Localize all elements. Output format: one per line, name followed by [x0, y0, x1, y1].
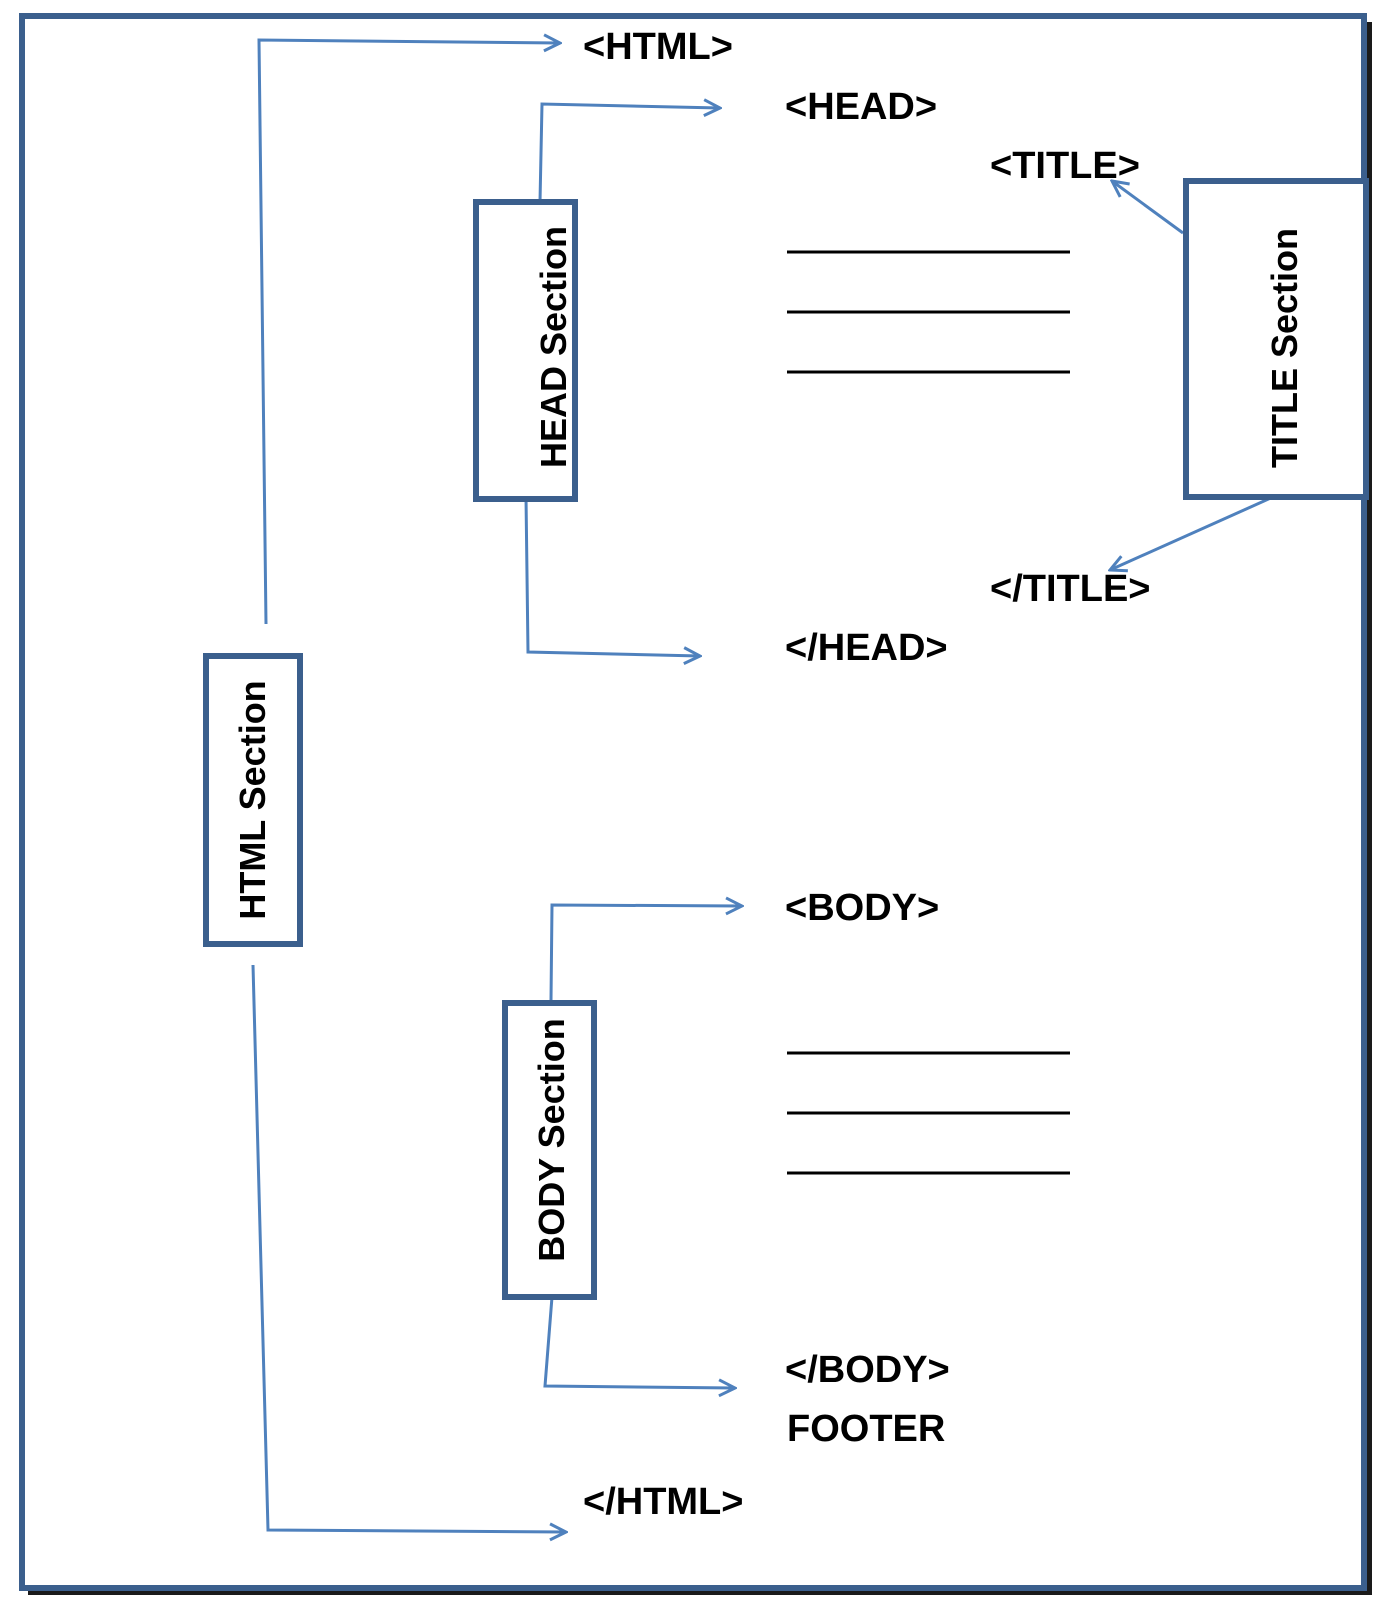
footer-label: FOOTER — [787, 1408, 945, 1450]
title-section-box: TITLE Section — [1183, 178, 1369, 500]
head-close-tag: </HEAD> — [785, 627, 948, 669]
title-open-connector — [1112, 181, 1184, 235]
body-section-box: BODY Section — [502, 1000, 597, 1300]
title-section-label: TITLE Section — [1264, 228, 1305, 468]
body-open-tag: <BODY> — [785, 887, 939, 929]
body-open-connector — [549, 905, 742, 1001]
head-close-connector — [524, 496, 700, 656]
body-close-connector — [543, 1296, 735, 1388]
html-open-tag: <HTML> — [583, 26, 733, 68]
html-section-box: HTML Section — [203, 653, 303, 947]
html-section-label: HTML Section — [232, 680, 273, 919]
title-close-connector — [1110, 495, 1274, 570]
outer-frame — [19, 13, 1372, 1595]
title-open-tag: <TITLE> — [990, 145, 1140, 187]
html-close-connector — [251, 964, 566, 1532]
title-close-tag: </TITLE> — [990, 568, 1150, 610]
head-section-label: HEAD Section — [533, 226, 574, 468]
body-close-tag: </BODY> — [785, 1349, 950, 1391]
head-open-tag: <HEAD> — [785, 86, 937, 128]
body-section-label: BODY Section — [531, 1018, 572, 1261]
html-open-connector — [257, 40, 560, 625]
head-open-connector — [538, 104, 720, 203]
html-close-tag: </HTML> — [583, 1481, 743, 1523]
head-section-box: HEAD Section — [473, 199, 578, 502]
